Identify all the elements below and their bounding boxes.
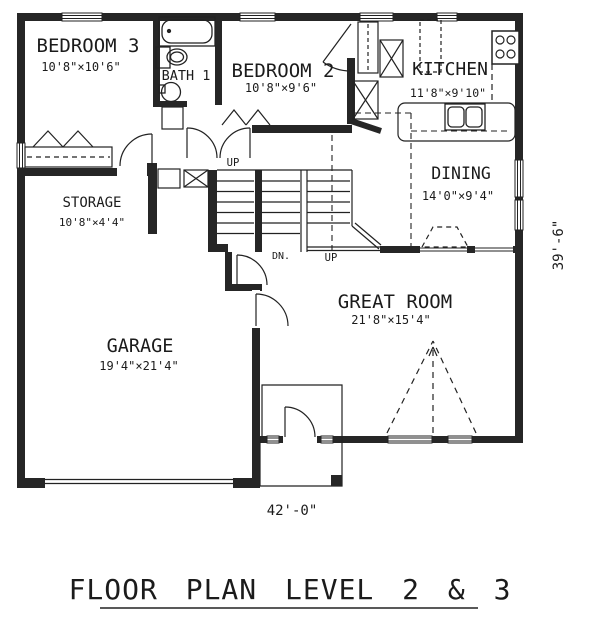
entry-hall-door-arc	[236, 254, 268, 286]
bath-fixtures	[155, 16, 216, 103]
hall-box	[157, 168, 181, 189]
tall-cabinet	[357, 21, 379, 74]
bedroom2-label: BEDROOM 2	[232, 60, 335, 82]
bifold-door-icon	[62, 130, 94, 148]
garage-entry-door-arc	[255, 293, 289, 327]
great-room-label: GREAT ROOM	[338, 291, 452, 313]
kitchen-fixtures	[331, 19, 520, 250]
storage-dims: 10'8"×4'4"	[59, 216, 125, 229]
kitchen-counter	[397, 102, 516, 142]
chase-box	[183, 169, 209, 188]
stairs-up2-label: UP	[325, 252, 338, 264]
hall-closet-door-arc	[219, 127, 251, 159]
kitchen-label: KITCHEN	[412, 59, 488, 80]
bifold-door-icon	[245, 109, 271, 126]
labels: BEDROOM 3 10'8"×10'6" BATH 1 BEDROOM 2 1…	[37, 35, 567, 606]
width-dimension: 42'-0"	[267, 503, 318, 519]
porch-outline	[259, 437, 343, 487]
closets	[24, 106, 271, 189]
kitchen-sink-icon	[444, 103, 486, 131]
stairs-down-label: DN.	[272, 251, 290, 262]
kitchen-dims: 11'8"×9'10"	[410, 86, 486, 100]
bedroom2-dims: 10'8"×9'6"	[245, 81, 317, 95]
bath-door-arc	[186, 127, 218, 159]
stairs	[217, 169, 382, 252]
porch-post	[331, 475, 342, 486]
garage-door	[45, 478, 233, 485]
bath1-label: BATH 1	[162, 68, 211, 84]
vaulted-ceiling-triangle	[386, 340, 477, 434]
stairs-up-label: UP	[227, 157, 240, 169]
sheet-title: FLOOR PLAN LEVEL 2 & 3	[69, 573, 512, 606]
arrow-head-icon	[428, 346, 438, 357]
entry-porch	[259, 384, 343, 487]
windows	[16, 12, 524, 444]
bifold-door-icon	[32, 130, 64, 148]
dining-dims: 14'0"×9'4"	[422, 189, 494, 203]
dining-label: DINING	[431, 164, 491, 183]
linen-closet	[161, 106, 184, 130]
great-room-dims: 21'8"×15'4"	[351, 313, 430, 327]
height-dimension: 39'-6"	[551, 220, 567, 271]
garage-label: GARAGE	[107, 336, 174, 357]
storage-door-arc	[119, 133, 153, 167]
front-door-arc	[284, 406, 316, 438]
utility-x-box	[352, 80, 379, 120]
bedroom3-dims: 10'8"×10'6"	[41, 60, 120, 74]
stove-icon	[491, 30, 520, 65]
upper-cabinet-dashed	[419, 19, 442, 73]
bathtub-icon	[158, 16, 216, 47]
foyer-outline	[261, 384, 343, 437]
bedroom3-label: BEDROOM 3	[37, 35, 140, 57]
floor-boundary-dashes	[331, 112, 510, 250]
pantry-x-box	[379, 39, 404, 78]
bedroom2-door-arc	[322, 61, 352, 72]
toilet-icon	[158, 81, 182, 103]
bifold-door-icon	[221, 109, 247, 126]
dining-hearth	[420, 226, 470, 248]
garage-dims: 19'4"×21'4"	[99, 359, 178, 373]
doors	[119, 23, 352, 443]
vanity-sink-icon	[155, 46, 188, 69]
storage-label: STORAGE	[62, 195, 121, 211]
